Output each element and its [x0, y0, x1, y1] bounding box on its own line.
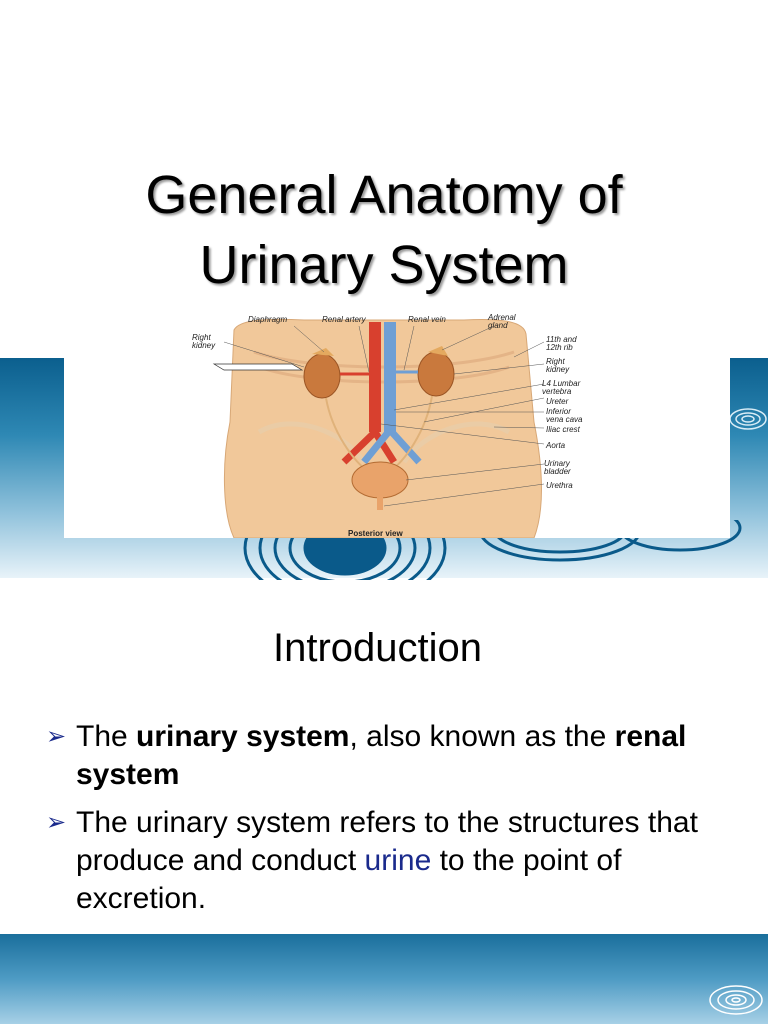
urine-link[interactable]: urine: [364, 844, 432, 877]
bullet-list: ➢ The urinary system, also known as the …: [46, 718, 746, 928]
bullet-item-2: ➢ The urinary system refers to the struc…: [46, 804, 746, 918]
bullet-1-bold-urinary-system: urinary system: [136, 720, 350, 753]
label-iliac-crest: Iliac crest: [546, 425, 580, 434]
title-line-2: Urinary System: [199, 235, 569, 295]
bullet-2-text-b: to the point of excretion.: [76, 844, 622, 915]
label-ribs: 11th and 12th rib: [546, 335, 577, 352]
label-urethra: Urethra: [546, 481, 573, 490]
bullet-1-bold-renal-system: renal system: [76, 720, 687, 791]
label-aorta: Aorta: [546, 441, 566, 450]
label-ureter: Ureter: [546, 397, 569, 406]
label-right-kidney-right: Right kidney: [546, 357, 570, 374]
label-right-kidney-left: Right kidney: [192, 333, 216, 350]
arrow-bullet-icon: ➢: [46, 723, 67, 750]
introduction-heading: Introduction: [272, 626, 483, 670]
label-diaphragm: Diaphragm: [248, 315, 288, 324]
arrow-bullet-icon: ➢: [46, 809, 67, 836]
bullet-item-1: ➢ The urinary system, also known as the …: [46, 718, 746, 794]
label-renal-artery: Renal artery: [322, 315, 366, 324]
anatomy-illustration: [212, 318, 545, 538]
label-renal-vein: Renal vein: [408, 315, 446, 324]
title-line-1: General Anatomy of: [145, 165, 623, 225]
bullet-2-text-a: The urinary system refers to the structu…: [76, 806, 698, 877]
blue-band-bottom: [0, 934, 768, 1024]
label-inferior-vena-cava: Inferior vena cava: [546, 407, 583, 424]
label-lumbar-vertebra: L4 Lumbar vertebra: [542, 379, 581, 396]
label-adrenal-gland: Adrenal gland: [488, 313, 516, 330]
urinary-anatomy-figure: Diaphragm Renal artery Renal vein Adrena…: [64, 312, 730, 538]
bullet-1-text-a: The: [76, 720, 137, 753]
figure-caption: Posterior view: [348, 529, 403, 538]
label-urinary-bladder: Urinary bladder: [544, 459, 571, 476]
bullet-1-text-b: , also known as the: [349, 720, 615, 753]
slide-title: General Anatomy of Urinary System: [0, 160, 768, 300]
